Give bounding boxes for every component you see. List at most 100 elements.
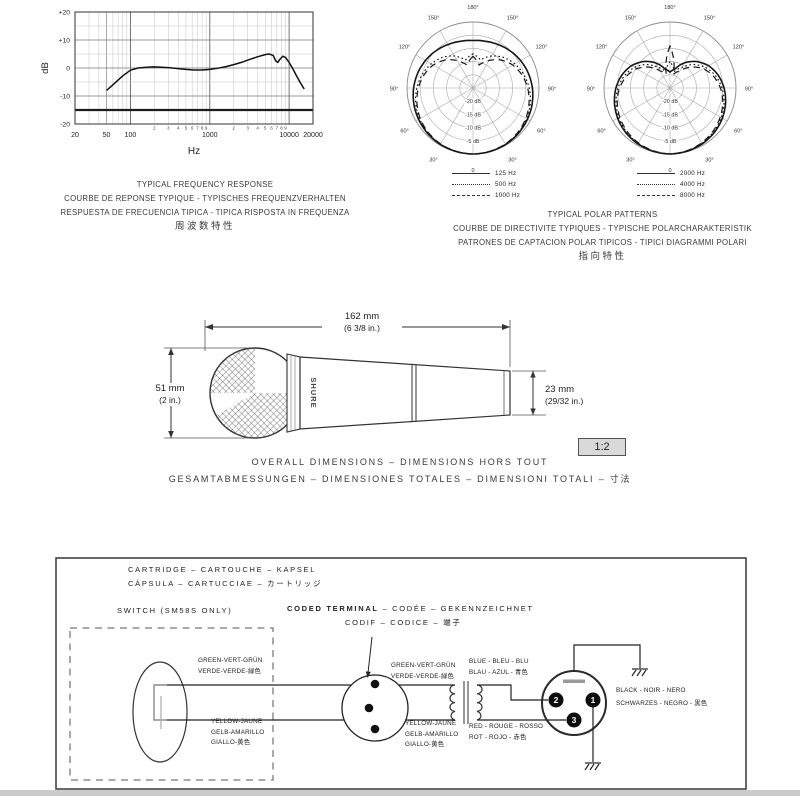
caption-line-cjk: 指向特性: [578, 251, 627, 262]
svg-text:7: 7: [276, 126, 279, 131]
caption-line-cjk: 周波数特性: [174, 221, 235, 232]
svg-text:20: 20: [71, 132, 79, 139]
caption-line: TYPICAL FREQUENCY RESPONSE: [136, 180, 274, 189]
svg-text:150°: 150°: [625, 16, 637, 22]
diameter-dimension-label: 51 mm (2 in.): [146, 383, 194, 406]
svg-text:1000: 1000: [202, 132, 218, 139]
svg-text:1: 1: [591, 695, 596, 705]
legend-label: 1000 Hz: [495, 192, 521, 199]
caption-line: COURBE DE REPONSE TYPIQUE - TYPISCHES FR…: [64, 194, 346, 203]
cartridge-terminal: [370, 679, 380, 689]
svg-text:120°: 120°: [536, 45, 548, 51]
legend-row: 4000 Hz: [637, 179, 705, 190]
svg-text:30°: 30°: [705, 157, 713, 163]
svg-text:-20 dB: -20 dB: [465, 99, 481, 105]
brand-text: SHURE: [309, 377, 318, 408]
polar-patterns-caption: TYPICAL POLAR PATTERNS COURBE DE DIRECTI…: [430, 208, 775, 264]
svg-text:9: 9: [205, 126, 208, 131]
legend-row: 2000 Hz: [637, 168, 705, 179]
tail-dimension: [512, 370, 546, 416]
wiring-border: [55, 557, 747, 790]
svg-text:Hz: Hz: [188, 146, 200, 157]
svg-text:-20: -20: [60, 121, 70, 128]
svg-text:-15 dB: -15 dB: [662, 112, 678, 118]
wire-label-black: BLACK - NOIR - NERO SCHWARZES - NEGRO - …: [616, 687, 708, 707]
svg-text:50: 50: [103, 132, 111, 139]
svg-text:180°: 180°: [664, 5, 676, 11]
svg-text:3: 3: [167, 126, 170, 131]
svg-text:2: 2: [232, 126, 235, 131]
svg-text:90°: 90°: [745, 87, 753, 93]
svg-text:180°: 180°: [467, 5, 479, 11]
svg-text:0: 0: [66, 65, 70, 72]
mic-handle: [299, 356, 511, 430]
svg-text:5: 5: [185, 126, 188, 131]
polar-plot: 180°150°150°120°120°90°90°60°60°30°30°0-…: [390, 5, 556, 174]
cartridge-symbol: [341, 674, 409, 742]
wiring-diagram: 2 1 3: [55, 557, 747, 790]
svg-text:10000: 10000: [279, 132, 299, 139]
cartridge-header: CARTRIDGE – CARTOUCHE – KAPSEL CÁPSULA –…: [128, 565, 323, 588]
mic-grille-mesh: [216, 393, 300, 439]
wire-label-blue: BLUE - BLEU - BLU BLAU - AZUL - 青色: [469, 658, 529, 676]
svg-text:-20 dB: -20 dB: [662, 99, 678, 105]
svg-text:-10 dB: -10 dB: [662, 126, 678, 132]
svg-text:6: 6: [191, 126, 194, 131]
svg-text:3: 3: [246, 126, 249, 131]
svg-text:0: 0: [668, 168, 671, 174]
xlr-pin-2: 2: [548, 692, 564, 708]
wire-label-green-right: GREEN-VERT-GRÜN VERDE-VERDE-緑色: [391, 662, 456, 680]
svg-text:9: 9: [284, 126, 287, 131]
svg-text:8: 8: [201, 126, 204, 131]
svg-text:-5 dB: -5 dB: [467, 139, 480, 145]
wire-label-red: RED - ROUGE - ROSSO ROT - ROJO - 赤色: [469, 723, 544, 741]
svg-text:60°: 60°: [734, 129, 742, 135]
legend-row: 1000 Hz: [452, 190, 520, 201]
svg-text:150°: 150°: [428, 16, 440, 22]
cartridge-terminal: [370, 724, 380, 734]
svg-text:+20: +20: [58, 9, 70, 16]
scale-badge: 1:2: [578, 438, 626, 456]
switch-symbol: [132, 661, 188, 763]
xlr-pin-1: 1: [585, 692, 601, 708]
polar-legend-high: 2000 Hz 4000 Hz 8000 Hz: [637, 168, 705, 201]
svg-text:30°: 30°: [626, 157, 634, 163]
svg-text:60°: 60°: [400, 129, 408, 135]
caption-line: COURBE DE DIRECTIVITE TYPIQUES - TYPISCH…: [453, 224, 752, 233]
mic-grille-mesh: [210, 348, 255, 393]
svg-text:120°: 120°: [733, 45, 745, 51]
svg-text:120°: 120°: [596, 45, 608, 51]
svg-text:4: 4: [256, 126, 259, 131]
svg-text:8: 8: [280, 126, 283, 131]
dashed-line-sample: [637, 195, 675, 196]
xlr-key-tab: [563, 679, 585, 683]
legend-label: 2000 Hz: [680, 170, 706, 177]
frequency-response-caption: TYPICAL FREQUENCY RESPONSE COURBE DE REP…: [40, 178, 370, 234]
switch-label: SWITCH (SM58S ONLY): [117, 606, 233, 615]
svg-text:60°: 60°: [597, 129, 605, 135]
legend-label: 500 Hz: [495, 181, 517, 188]
tail-dimension-label: 23 mm (29/32 in.): [545, 384, 584, 406]
transformer-symbol: [449, 681, 483, 724]
svg-text:6: 6: [270, 126, 273, 131]
legend-row: 125 Hz: [452, 168, 520, 179]
svg-text:150°: 150°: [704, 16, 716, 22]
svg-text:-10 dB: -10 dB: [465, 126, 481, 132]
polar-pattern-chart-low: 180°150°150°120°120°90°90°60°60°30°30°0-…: [390, 5, 556, 174]
svg-text:90°: 90°: [587, 87, 595, 93]
svg-text:3: 3: [572, 715, 577, 725]
solid-line-sample: [452, 173, 490, 174]
microphone-dimension-drawing: SHURE: [164, 320, 546, 439]
legend-row: 500 Hz: [452, 179, 520, 190]
coded-terminal-label: CODED TERMINAL – CODÉE – GEKENNZEICHNET: [287, 604, 534, 613]
length-dimension-label: 162 mm (6 3/8 in.): [322, 311, 402, 334]
legend-row: 8000 Hz: [637, 190, 705, 201]
coded-terminal-arrowhead: [365, 671, 371, 678]
caption-line: PATRONES DE CAPTACION POLAR TIPICOS - TI…: [458, 238, 747, 247]
coded-terminal-pointer: [367, 636, 373, 674]
svg-text:+10: +10: [58, 37, 70, 44]
svg-text:30°: 30°: [429, 157, 437, 163]
